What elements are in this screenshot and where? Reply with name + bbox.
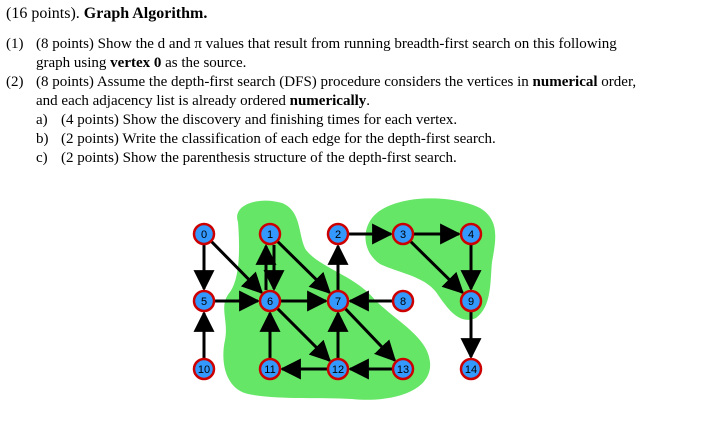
vertex-circle <box>391 222 415 246</box>
vertex-14: 14 <box>459 357 483 381</box>
question-2-line-1: (8 points) Assume the depth-first search… <box>36 74 637 90</box>
vertex-label: 1 <box>267 229 273 241</box>
vertex-9: 9 <box>459 289 483 313</box>
vertex-label: 12 <box>332 364 344 376</box>
vertex-circle <box>459 289 483 313</box>
vertex-label: 4 <box>468 229 474 241</box>
vertex-1: 1 <box>258 222 282 246</box>
vertex-13: 13 <box>391 357 415 381</box>
vertex-7: 7 <box>326 289 350 313</box>
vertex-0: 0 <box>192 222 216 246</box>
vertex-11: 11 <box>258 357 282 381</box>
question-1-line-1: (8 points) Show the d and π values that … <box>36 36 617 52</box>
title-text: Graph Algorithm. <box>83 5 208 22</box>
vertex-0-bold: vertex 0 <box>110 55 162 71</box>
vertex-circle <box>391 289 415 313</box>
vertex-label: 2 <box>335 229 341 241</box>
vertex-circle <box>192 289 216 313</box>
vertex-circle <box>326 289 350 313</box>
edge-0-6 <box>210 240 264 294</box>
vertex-12: 12 <box>326 357 350 381</box>
edge-6-12 <box>276 307 331 362</box>
subquestion-letter: c) <box>36 150 48 166</box>
question-1-number: (1) <box>6 36 24 52</box>
question-2-number: (2) <box>6 74 24 90</box>
vertex-label: 10 <box>198 364 210 376</box>
subquestion-letter: a) <box>36 112 48 128</box>
numerically-bold: numerically <box>289 93 367 109</box>
vertex-circle <box>459 222 483 246</box>
vertex-3: 3 <box>391 222 415 246</box>
vertex-label: 0 <box>201 229 207 241</box>
question-1-line-2: graph using vertex 0 as the source. <box>36 55 247 71</box>
vertex-2: 2 <box>326 222 350 246</box>
vertex-4: 4 <box>459 222 483 246</box>
vertex-label: 8 <box>400 296 406 308</box>
vertex-label: 5 <box>201 296 207 308</box>
vertex-circle <box>258 222 282 246</box>
vertex-label: 14 <box>465 364 477 376</box>
edges <box>193 223 482 380</box>
vertex-circle <box>192 222 216 246</box>
vertex-circle <box>258 289 282 313</box>
question-2-line-2: and each adjacency list is already order… <box>36 93 371 109</box>
vertex-label: 3 <box>400 229 406 241</box>
vertex-label: 7 <box>335 296 341 308</box>
vertex-circle <box>192 357 216 381</box>
vertex-circle <box>459 357 483 381</box>
vertex-6: 6 <box>258 289 282 313</box>
vertex-label: 9 <box>468 296 474 308</box>
subquestion-letter: b) <box>36 131 49 147</box>
vertex-label: 11 <box>264 364 275 376</box>
points-label: (16 points). <box>6 5 80 22</box>
vertex-10: 10 <box>192 357 216 381</box>
vertex-circle <box>326 357 350 381</box>
vertex-circle <box>326 222 350 246</box>
vertex-circle <box>391 357 415 381</box>
vertex-8: 8 <box>391 289 415 313</box>
vertex-5: 5 <box>192 289 216 313</box>
edge-1-7 <box>276 240 331 295</box>
subquestion-text: (2 points) Write the classification of e… <box>61 131 496 147</box>
vertex-label: 13 <box>397 364 409 376</box>
subquestion-text: (4 points) Show the discovery and finish… <box>61 112 458 128</box>
edge-3-9 <box>409 240 464 295</box>
subquestion-text: (2 points) Show the parenthesis structur… <box>61 150 457 166</box>
vertex-label: 6 <box>267 296 273 308</box>
edge-7-13 <box>344 307 397 362</box>
vertex-circle <box>258 357 282 381</box>
numerical-bold: numerical <box>532 74 598 90</box>
problem-title: (16 points). Graph Algorithm. <box>6 5 207 23</box>
